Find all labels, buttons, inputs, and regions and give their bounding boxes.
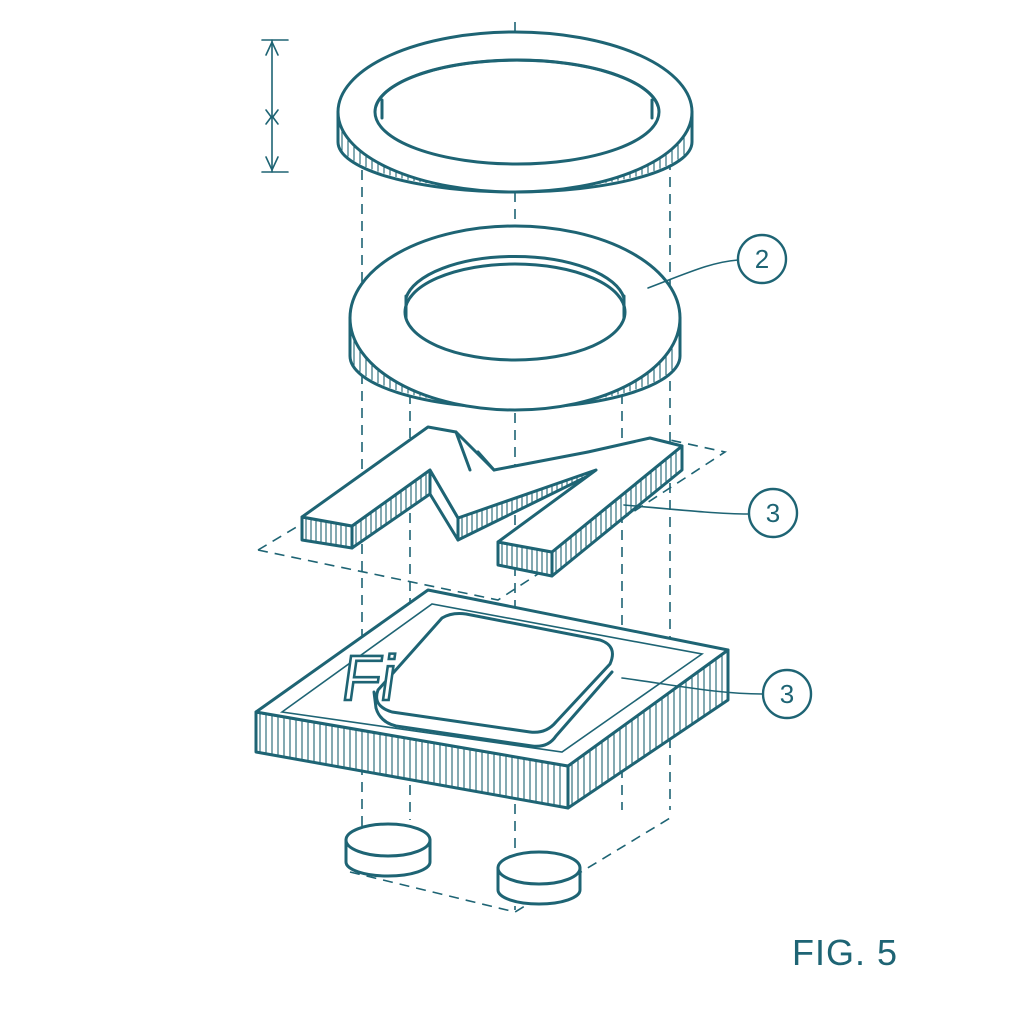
callout-3-lower-number: 3 [780, 679, 794, 709]
middle-ring [348, 224, 682, 412]
figure-label: FIG. 5 [792, 932, 899, 973]
callout-leaders [621, 259, 763, 695]
top-ring [336, 30, 694, 194]
dimension-arrow [261, 39, 289, 173]
embossed-logo-text: Fi [338, 642, 401, 714]
m-letter-part [300, 425, 684, 578]
foot-right [496, 850, 582, 906]
callout-2: 2 [736, 233, 788, 285]
callout-2-number: 2 [755, 244, 769, 274]
callout-3-upper-number: 3 [766, 498, 780, 528]
callout-3-upper: 3 [747, 487, 799, 539]
foot-left [344, 822, 432, 878]
callout-3-lower: 3 [761, 668, 813, 720]
base-plate: Fi [254, 588, 730, 810]
